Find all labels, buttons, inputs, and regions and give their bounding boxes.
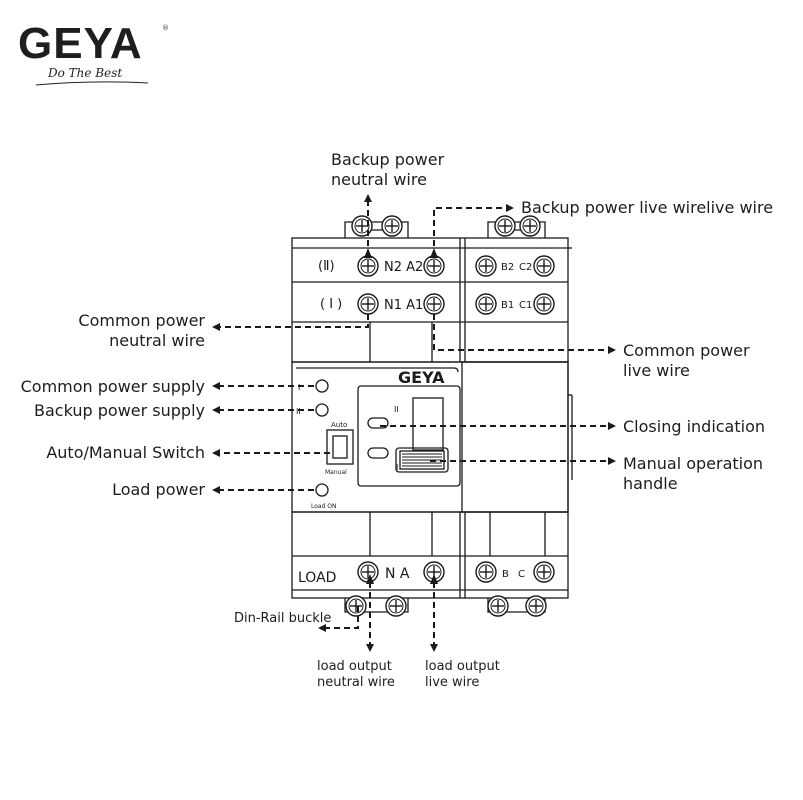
label-common-neutral-2: neutral wire: [109, 331, 205, 350]
label-backup-live: Backup power live wirelive wire: [521, 198, 774, 217]
arrow-common-neutral: [212, 314, 369, 331]
load-label: LOAD: [298, 570, 336, 586]
brand-name: GEYA: [18, 19, 143, 68]
switch-manual-label: Manual: [325, 469, 347, 476]
label-manual-handle-2: handle: [623, 474, 678, 493]
label-load-live-1: load output: [425, 659, 500, 674]
switch-auto-label: Auto: [331, 421, 347, 429]
callout-arrows: [212, 194, 616, 652]
label-load-neutral-2: neutral wire: [317, 675, 395, 690]
label-backup-supply: Backup power supply: [34, 401, 205, 420]
terminal-n2-a2: N2 A2: [384, 260, 423, 275]
label-load-power: Load power: [112, 480, 205, 499]
load-on-label: Load ON: [311, 503, 337, 510]
load-terminal-b: B: [502, 569, 509, 580]
label-closing-indication: Closing indication: [623, 417, 766, 436]
label-common-neutral-1: Common power: [78, 311, 205, 330]
brand-slogan: Do The Best: [48, 66, 123, 80]
load-terminals-n-a: N A: [385, 566, 410, 582]
label-common-live-2: live wire: [623, 361, 690, 380]
arrow-din-rail: [318, 606, 359, 632]
indicator-ii-label: II: [296, 407, 301, 416]
terminal-b1: B1: [501, 300, 514, 311]
label-backup-neutral-1: Backup power: [331, 150, 445, 169]
terminal-c2: C2: [519, 262, 532, 273]
terminal-n1-a1: N1 A1: [384, 298, 423, 313]
terminal-b2: B2: [501, 262, 514, 273]
label-load-neutral-1: load output: [317, 659, 392, 674]
panel-brand: GEYA: [398, 368, 445, 387]
label-auto-manual: Auto/Manual Switch: [46, 443, 205, 462]
handle-ii-label: II: [394, 405, 399, 414]
label-load-live-2: live wire: [425, 675, 480, 690]
arrow-tails: [364, 248, 438, 584]
row-i-label: ( I ): [320, 297, 342, 312]
registered-mark: ®: [162, 24, 169, 32]
label-din-rail: Din-Rail buckle: [234, 611, 332, 626]
label-backup-neutral-2: neutral wire: [331, 170, 427, 189]
handle-i-label: I: [396, 463, 398, 472]
terminal-c1: C1: [519, 300, 532, 311]
slogan-swoosh: [36, 81, 148, 86]
label-common-supply: Common power supply: [20, 377, 205, 396]
brand-logo: GEYA ® Do The Best: [14, 22, 174, 92]
indicator-i-label: I: [298, 383, 300, 392]
label-manual-handle-1: Manual operation: [623, 454, 764, 473]
arrow-backup-live: [433, 204, 514, 256]
device-outline: [291, 221, 573, 613]
load-terminal-c: C: [518, 569, 525, 580]
arrow-common-live: [433, 314, 616, 354]
label-common-live-1: Common power: [623, 341, 750, 360]
row-ii-label: (Ⅱ): [318, 259, 335, 274]
